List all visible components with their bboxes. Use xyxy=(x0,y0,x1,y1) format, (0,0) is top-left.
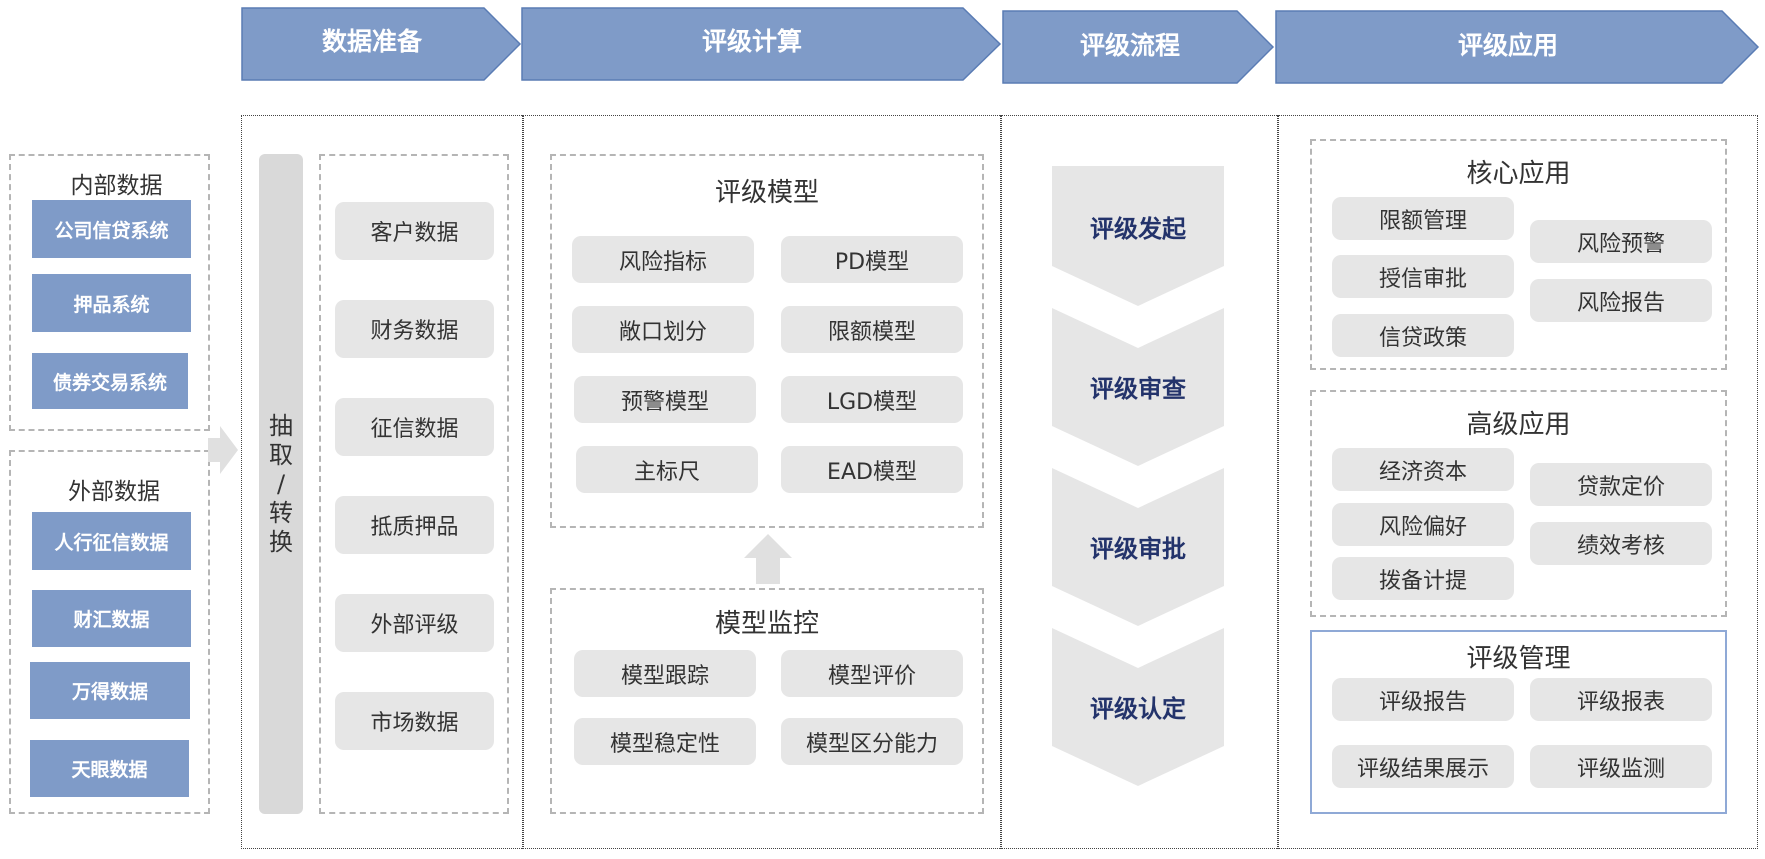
flow-step-2: 评级审查 xyxy=(1090,375,1186,403)
model-item: 敞口划分 xyxy=(572,306,754,353)
app-item: 经济资本 xyxy=(1332,448,1514,491)
prep-data-group xyxy=(319,154,509,814)
prep-panel xyxy=(241,115,524,849)
prep-item: 客户数据 xyxy=(335,202,494,260)
app-item: 评级报表 xyxy=(1530,678,1712,721)
monitor-item: 模型稳定性 xyxy=(574,718,756,765)
internal-data-title: 内部数据 xyxy=(70,173,163,199)
up-arrow-icon xyxy=(744,534,792,584)
flow-step-4: 评级认定 xyxy=(1090,695,1186,723)
app-item: 评级监测 xyxy=(1530,745,1712,788)
flow-step-shape-1 xyxy=(1052,166,1224,306)
monitor-item: 模型跟踪 xyxy=(574,650,756,697)
flow-step-shape-2 xyxy=(1052,308,1224,466)
app-item: 评级报告 xyxy=(1332,678,1514,721)
source-item: 债券交易系统 xyxy=(32,353,188,409)
model-item: EAD模型 xyxy=(781,446,963,493)
prep-item: 外部评级 xyxy=(335,594,494,652)
core-apps-group xyxy=(1310,139,1727,370)
source-item: 公司信贷系统 xyxy=(32,200,191,258)
app-item: 风险偏好 xyxy=(1332,503,1514,546)
stage-header: 数据准备 评级计算 评级流程 评级应用 xyxy=(241,7,1760,84)
stage-arrow-4 xyxy=(1275,10,1760,84)
stage-label-4: 评级应用 xyxy=(1458,31,1558,60)
source-item: 人行征信数据 xyxy=(32,512,191,570)
source-item: 天眼数据 xyxy=(30,740,189,797)
flow-panel xyxy=(1000,115,1279,849)
input-arrow-icon xyxy=(208,426,238,474)
source-item: 万得数据 xyxy=(30,662,190,719)
rating-management-group xyxy=(1310,630,1727,814)
apps-panel xyxy=(1277,115,1758,849)
calc-panel xyxy=(522,115,1002,849)
app-item: 授信审批 xyxy=(1332,255,1514,298)
app-item: 信贷政策 xyxy=(1332,314,1514,357)
flow-step-1: 评级发起 xyxy=(1090,215,1186,243)
external-data-title: 外部数据 xyxy=(68,479,160,505)
source-item: 押品系统 xyxy=(32,274,191,332)
advanced-apps-group xyxy=(1310,390,1727,617)
flow-step-shape-3 xyxy=(1052,468,1224,626)
external-data-group xyxy=(9,450,210,814)
model-item: 风险指标 xyxy=(572,236,754,283)
stage-label-1: 数据准备 xyxy=(322,27,423,56)
model-item: 主标尺 xyxy=(576,446,758,493)
rating-management-title: 评级管理 xyxy=(1466,644,1571,674)
app-item: 绩效考核 xyxy=(1530,522,1712,565)
internal-data-group xyxy=(9,154,210,431)
stage-arrow-1 xyxy=(241,7,522,81)
rating-model-title: 评级模型 xyxy=(714,178,819,208)
advanced-apps-title: 高级应用 xyxy=(1466,410,1571,440)
model-item: LGD模型 xyxy=(781,376,963,423)
extract-transform-bar: 抽 取 / 转 换 xyxy=(259,154,303,814)
app-item: 风险预警 xyxy=(1530,220,1712,263)
stage-arrow-3 xyxy=(1002,10,1275,84)
model-monitor-title: 模型监控 xyxy=(714,609,819,639)
app-item: 风险报告 xyxy=(1530,279,1712,322)
flow-chevrons xyxy=(1052,166,1224,786)
flow-step-3: 评级审批 xyxy=(1090,535,1186,563)
stage-label-2: 评级计算 xyxy=(702,27,802,56)
core-apps-title: 核心应用 xyxy=(1466,159,1571,189)
stage-arrow-2 xyxy=(521,7,1002,81)
monitor-item: 模型区分能力 xyxy=(781,718,963,765)
model-item: 预警模型 xyxy=(574,376,756,423)
monitor-item: 模型评价 xyxy=(781,650,963,697)
app-item: 限额管理 xyxy=(1332,197,1514,240)
app-item: 贷款定价 xyxy=(1530,463,1712,506)
source-item: 财汇数据 xyxy=(32,590,191,647)
extract-transform-label: 抽 取 / 转 换 xyxy=(269,411,293,556)
model-monitor-group xyxy=(550,588,984,814)
model-item: 限额模型 xyxy=(781,306,963,353)
prep-item: 财务数据 xyxy=(335,300,494,358)
rating-model-group xyxy=(550,154,984,528)
app-item: 评级结果展示 xyxy=(1332,745,1514,788)
model-item: PD模型 xyxy=(781,236,963,283)
app-item: 拨备计提 xyxy=(1332,557,1514,600)
flow-step-shape-4 xyxy=(1052,628,1224,786)
prep-item: 市场数据 xyxy=(335,692,494,750)
stage-label-3: 评级流程 xyxy=(1080,31,1180,60)
prep-item: 征信数据 xyxy=(335,398,494,456)
prep-item: 抵质押品 xyxy=(335,496,494,554)
